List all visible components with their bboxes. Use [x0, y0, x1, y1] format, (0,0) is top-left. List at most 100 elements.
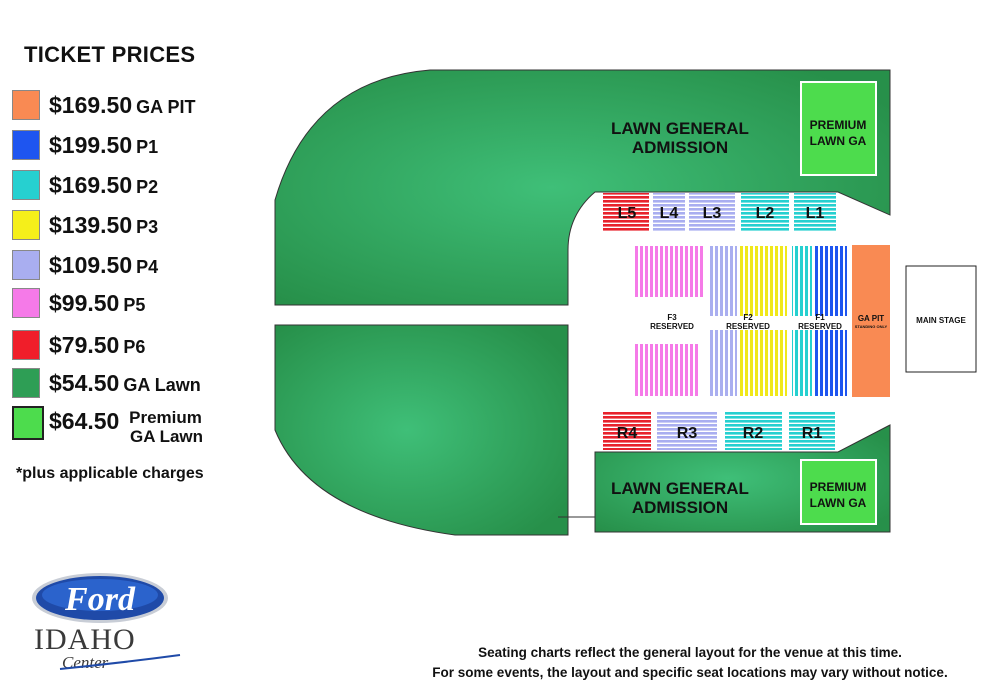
section-label: L1	[806, 205, 825, 222]
legend-item-premium-lawn: $64.50 Premium GA Lawn	[12, 406, 252, 452]
bottom-sections: R4 R3 R2 R1	[603, 412, 835, 450]
legend-price: $169.50	[49, 92, 133, 118]
main-stage	[905, 265, 977, 373]
legend-price: $64.50	[49, 408, 120, 434]
lawn-bottom-label: ADMISSION	[632, 498, 728, 517]
section-l2[interactable]	[741, 193, 789, 231]
floor-f2-center-upper[interactable]	[739, 246, 787, 316]
legend-price: $169.50	[49, 172, 133, 198]
legend-label: GA Lawn	[123, 375, 201, 395]
section-r2[interactable]	[725, 412, 782, 450]
floor-f3-rear[interactable]	[635, 344, 700, 396]
section-r4[interactable]	[603, 412, 651, 450]
section-label: R1	[802, 425, 823, 442]
premium-lawn-bottom	[800, 459, 877, 525]
lawn-top-area	[274, 69, 891, 306]
premium-bottom-label: PREMIUM	[810, 480, 867, 494]
floor-f2-left-lower[interactable]	[709, 330, 737, 396]
legend-label: P6	[123, 337, 146, 357]
legend-swatch	[12, 330, 40, 360]
main-stage-label: MAIN STAGE	[916, 316, 966, 325]
section-r1[interactable]	[789, 412, 835, 450]
legend-label: P1	[136, 137, 159, 157]
floor-f3-front[interactable]	[635, 246, 705, 297]
legend-price: $99.50	[49, 290, 120, 316]
lawn-bottom-label: LAWN GENERAL	[611, 479, 749, 498]
legend-label: GA Lawn	[130, 427, 204, 446]
legend-price: $109.50	[49, 252, 133, 278]
floor-sublabel: RESERVED	[650, 322, 694, 331]
lawn-left-lower-area	[274, 324, 569, 536]
section-label: L2	[756, 205, 775, 222]
legend-swatch	[12, 368, 40, 398]
legend-title: TICKET PRICES	[24, 42, 196, 67]
floor-f2: F2 RESERVED	[709, 246, 787, 396]
ga-pit[interactable]	[852, 245, 890, 397]
section-label: L4	[660, 205, 679, 222]
section-l3[interactable]	[689, 193, 735, 231]
section-label: L5	[618, 205, 637, 222]
section-label: R2	[743, 425, 764, 442]
disclaimer: Seating charts reflect the general layou…	[385, 643, 995, 683]
floor-label: F2	[743, 313, 753, 322]
lawn-top-label: LAWN GENERAL	[611, 119, 749, 138]
legend-label: Premium	[129, 408, 202, 427]
floor-sublabel: RESERVED	[726, 322, 770, 331]
venue-logo: Ford IDAHO Center	[30, 571, 182, 672]
section-label: R4	[617, 425, 638, 442]
legend-swatch	[12, 210, 40, 240]
legend-label: P5	[123, 295, 146, 315]
legend-label: GA PIT	[136, 97, 196, 117]
legend-price: $79.50	[49, 332, 120, 358]
floor-f2-left-upper[interactable]	[709, 246, 737, 316]
section-l5[interactable]	[603, 193, 649, 231]
floor-f1-left-lower[interactable]	[792, 330, 812, 396]
floor-f1-right-upper[interactable]	[813, 246, 847, 316]
ga-pit-sublabel: STANDING ONLY	[855, 324, 888, 329]
top-sections: L5 L4 L3 L2 L1	[603, 193, 836, 231]
legend-swatch	[12, 406, 44, 440]
floor-f3: F3 RESERVED	[635, 246, 705, 396]
floor-label: F1	[815, 313, 825, 322]
floor-f1-left-upper[interactable]	[792, 246, 812, 316]
legend-price: $139.50	[49, 212, 133, 238]
legend-label: P4	[136, 257, 159, 277]
premium-bottom-label: LAWN GA	[810, 496, 867, 510]
premium-top-label: LAWN GA	[810, 134, 867, 148]
ga-pit-label: GA PIT	[858, 314, 884, 323]
floor-sublabel: RESERVED	[798, 322, 842, 331]
legend-price: $54.50	[49, 370, 120, 396]
premium-top-label: PREMIUM	[810, 118, 867, 132]
legend-swatch	[12, 250, 40, 280]
ford-idaho-center-logo: Ford IDAHO Center	[32, 573, 181, 672]
legend-swatch	[12, 130, 40, 160]
logo-venue: IDAHO	[34, 623, 136, 656]
section-r3[interactable]	[657, 412, 717, 450]
lawn-top-label: ADMISSION	[632, 138, 728, 157]
logo-swoosh	[59, 654, 181, 670]
floor-f1-right-lower[interactable]	[813, 330, 847, 396]
floor-f2-center-lower[interactable]	[739, 330, 787, 396]
legend-swatch	[12, 90, 40, 120]
legend-price: $199.50	[49, 132, 133, 158]
section-l4[interactable]	[653, 193, 685, 231]
floor-f1: F1 RESERVED	[792, 246, 847, 396]
legend-swatch	[12, 288, 40, 318]
section-l1[interactable]	[794, 193, 836, 231]
charges-note: *plus applicable charges	[16, 465, 204, 482]
floor-label: F3	[667, 313, 677, 322]
legend-label: P3	[136, 217, 159, 237]
premium-lawn-top	[800, 81, 877, 176]
section-label: L3	[703, 205, 722, 222]
legend-swatch	[12, 170, 40, 200]
disclaimer-line: Seating charts reflect the general layou…	[478, 645, 902, 660]
legend-label: P2	[136, 177, 159, 197]
